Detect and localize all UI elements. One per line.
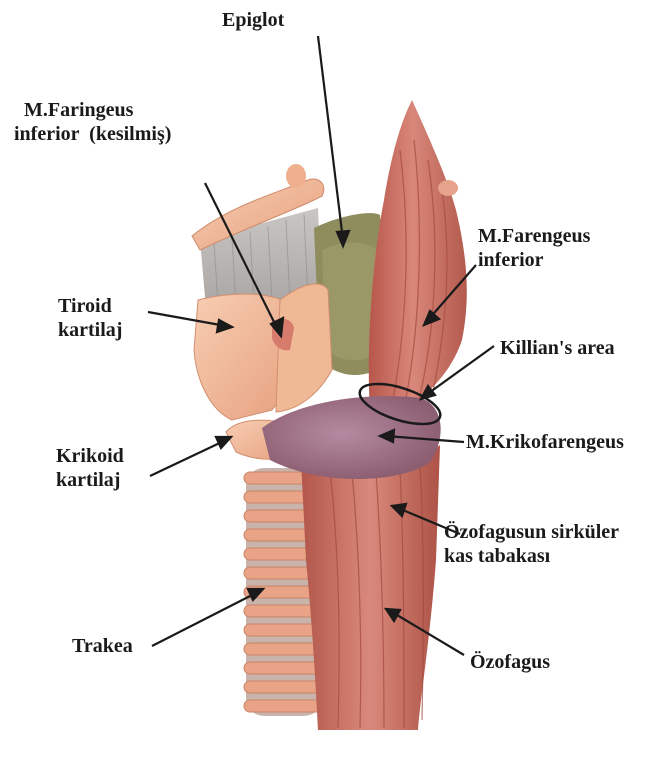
label-epiglot: Epiglot: [222, 8, 284, 32]
label-trakea: Trakea: [72, 634, 133, 658]
label-faringeus-cut: M.Faringeus inferior (kesilmiş): [14, 98, 171, 146]
tracheal-ring: [244, 700, 324, 712]
label-tiroid: Tiroid kartilaj: [58, 294, 122, 342]
label-krikoid: Krikoid kartilaj: [56, 444, 124, 492]
arrowhead-krikoid: [216, 437, 231, 448]
label-ozofagus: Özofagus: [470, 650, 550, 674]
tracheal-ring: [244, 643, 324, 655]
hyoid-horn: [286, 164, 306, 188]
leader-trakea: [152, 592, 258, 646]
esophagus: [300, 440, 440, 730]
tracheal-ring: [244, 681, 324, 693]
label-ozofagus-sirkuler: Özofagusun sirküler kas tabakası: [444, 520, 619, 568]
label-killian: Killian's area: [500, 336, 615, 360]
label-farengeus-inferior: M.Farengeus inferior: [478, 224, 590, 272]
pharynx-top-knob: [438, 180, 458, 196]
leader-epiglot: [318, 36, 343, 240]
label-krikofarengeus: M.Krikofarengeus: [466, 430, 624, 454]
inferior-pharyngeal-constrictor: [369, 100, 467, 412]
leader-krikoid: [150, 440, 226, 476]
tracheal-ring: [244, 662, 324, 674]
